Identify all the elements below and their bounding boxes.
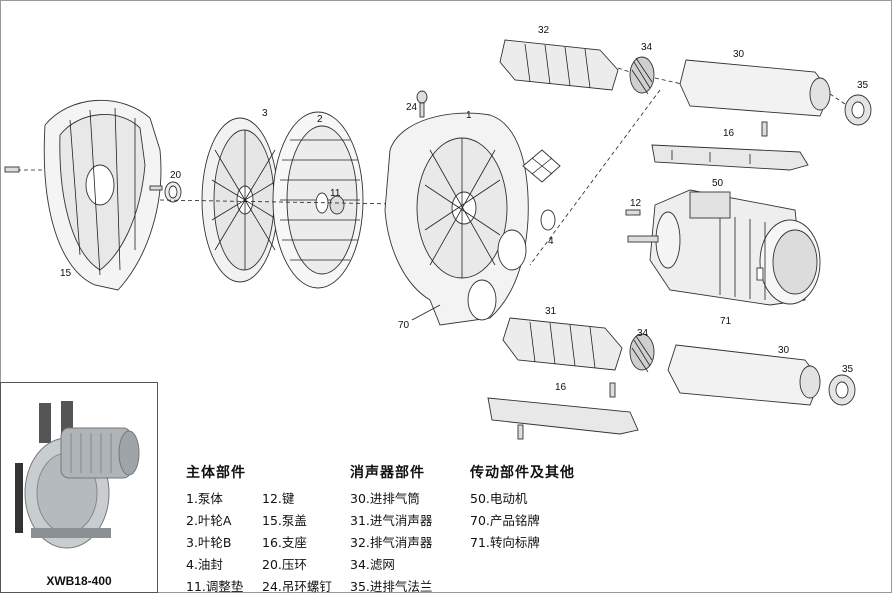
legend-item: 31.进气消声器 [350, 513, 433, 528]
legend-muffler: 消声器部件 30.进排气筒 31.进气消声器 32.排气消声器 34.滤网 35… [350, 462, 432, 593]
eyebolt-part [416, 90, 428, 118]
legend-item: 30.进排气筒 [350, 491, 420, 506]
legend-item: 20.压环 [262, 557, 307, 572]
legend-item: 4.油封 [186, 557, 223, 572]
impeller-b-part [201, 117, 279, 283]
callout-11: 11 [330, 188, 341, 199]
legend-main-body-title: 主体部件 [186, 465, 246, 481]
pump-cover-part [43, 100, 162, 291]
callout-24: 24 [406, 102, 418, 113]
callout-16-top: 16 [723, 128, 735, 139]
intake-exhaust-pipe-part [679, 59, 831, 117]
rotation-label-part [756, 267, 764, 281]
callout-31: 31 [545, 306, 557, 317]
callout-32: 32 [538, 25, 550, 36]
callout-70: 70 [398, 320, 410, 331]
electric-motor-part [627, 189, 821, 306]
legend-item: 12.键 [262, 491, 295, 506]
legend-item: 16.支座 [262, 535, 307, 550]
legend-item: 24.吊环螺钉 [262, 579, 332, 593]
callout-71: 71 [720, 316, 732, 327]
legend-item: 1.泵体 [186, 491, 223, 506]
callout-30-top: 30 [733, 49, 745, 60]
callout-20: 20 [170, 170, 182, 181]
legend-item: 35.进排气法兰 [350, 579, 433, 593]
intake-muffler-part [502, 317, 623, 371]
product-model-caption: XWB18-400 [46, 574, 112, 588]
impeller-a-part [272, 111, 364, 289]
callout-15: 15 [60, 268, 72, 279]
pump-body-part [384, 112, 529, 326]
callout-35-bottom: 35 [842, 364, 854, 375]
callout-3: 3 [262, 108, 268, 119]
callout-4: 4 [548, 236, 554, 247]
callout-34-bottom: 34 [637, 328, 649, 339]
callout-35-top: 35 [857, 80, 869, 91]
bracket-part [651, 144, 809, 171]
callout-50: 50 [712, 178, 724, 189]
callout-34-top: 34 [641, 42, 653, 53]
blower-photo-image [15, 401, 140, 549]
legend-item: 11.调整垫 [186, 579, 244, 593]
shim-part [329, 195, 345, 215]
oil-seal-part [522, 149, 561, 231]
callout-2: 2 [317, 114, 323, 125]
callout-16-bottom: 16 [555, 382, 567, 393]
legend-main-body: 主体部件 1.泵体 2.叶轮A 3.叶轮B 4.油封 11.调整垫 12.键 1… [186, 462, 332, 593]
legend-muffler-title: 消声器部件 [350, 465, 425, 481]
callout-1: 1 [466, 110, 472, 121]
legend-transmission: 传动部件及其他 50.电动机 70.产品铭牌 71.转向标牌 [470, 462, 575, 554]
legend-item: 50.电动机 [470, 491, 528, 506]
legend-item: 34.滤网 [350, 557, 395, 572]
legend-item: 32.排气消声器 [350, 535, 433, 550]
legend-item: 2.叶轮A [186, 513, 232, 528]
legend-transmission-title: 传动部件及其他 [470, 465, 575, 481]
exhaust-muffler-part [499, 39, 619, 91]
callout-30-bottom: 30 [778, 345, 790, 356]
callout-12: 12 [630, 198, 642, 209]
legend-item: 70.产品铭牌 [470, 513, 540, 528]
key-part [625, 209, 641, 216]
legend-item: 71.转向标牌 [470, 535, 540, 550]
legend-item: 15.泵盖 [262, 513, 307, 528]
legend-item: 3.叶轮B [186, 535, 232, 550]
product-photo-panel: XWB18-400 [0, 382, 158, 593]
